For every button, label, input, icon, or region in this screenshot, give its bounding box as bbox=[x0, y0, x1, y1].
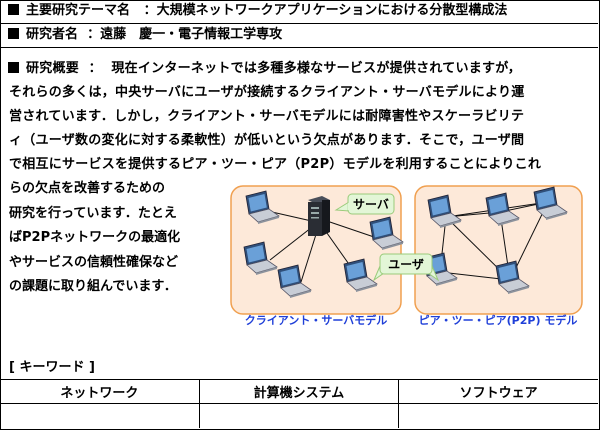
server-icon bbox=[308, 196, 330, 236]
overview-line-5: で相互にサービスを提供するピア・ツー・ピア（P2P）モデルを利用することによりこ… bbox=[9, 157, 542, 172]
overview-narrow-line-5: の課題に取り組んでいます． bbox=[9, 279, 177, 294]
overview-line: 研究概要 ： 現在インターネットでは多種多様なサービスが提供されていますが， bbox=[8, 57, 591, 81]
p2p-model-label: ピア・ツー・ピア(P2P) モデル bbox=[419, 313, 578, 327]
keywords-empty-row bbox=[0, 403, 598, 428]
overview-line-4: ィ（ユーザ数の変化に対する柔軟性）が低いという欠点があります．そこで，ユーザ間 bbox=[9, 133, 525, 148]
empty-cell bbox=[398, 403, 598, 428]
square-bullet-icon bbox=[8, 28, 19, 39]
theme-value: ：大規模ネットワークアプリケーションにおける分散型構成法 bbox=[143, 3, 508, 18]
overview-narrow-line-4: やサービスの信頼性確保など bbox=[9, 254, 179, 270]
overview-narrow-line-2: 研究を行っています．たとえ bbox=[9, 205, 177, 221]
theme-row: 主要研究テーマ名 ：大規模ネットワークアプリケーションにおける分散型構成法 bbox=[0, 0, 598, 24]
keywords-table: ネットワーク 計算機システム ソフトウェア bbox=[0, 379, 598, 428]
empty-cell bbox=[0, 403, 200, 428]
square-bullet-icon bbox=[8, 4, 19, 15]
overview-colon: ： bbox=[88, 61, 102, 76]
user-callout: ユーザ bbox=[372, 253, 440, 282]
square-bullet-icon bbox=[8, 62, 19, 73]
theme-label: 主要研究テーマ名 bbox=[26, 3, 131, 18]
keywords-label: [ キーワード ] bbox=[9, 360, 95, 375]
keyword-cell: ソフトウェア bbox=[398, 379, 598, 404]
overview-narrow-line-3: ばP2Pネットワークの最適化 bbox=[9, 230, 181, 245]
researcher-label: 研究者名 bbox=[26, 27, 79, 42]
overview-narrow-line-1: らの欠点を改善するための bbox=[9, 181, 166, 196]
empty-cell bbox=[199, 403, 400, 428]
user-callout-text: ユーザ bbox=[388, 258, 424, 272]
researcher-value: ：遠藤 慶一・電子情報工学専攻 bbox=[87, 27, 283, 42]
client-server-model-label: クライアント・サーバモデル bbox=[245, 313, 387, 327]
server-callout: サーバ bbox=[334, 193, 395, 215]
keywords-row: ネットワーク 計算機システム ソフトウェア bbox=[0, 379, 598, 404]
researcher-row: 研究者名 ：遠藤 慶一・電子情報工学専攻 bbox=[0, 24, 598, 48]
keyword-cell: ネットワーク bbox=[0, 379, 200, 404]
overview-line-3: 営されています．しかし，クライアント・サーバモデルには耐障害性やスケーラビリテ bbox=[9, 109, 525, 124]
overview-narrow-text: らの欠点を改善するための 研究を行っています．たとえ ばP2Pネットワークの最適… bbox=[9, 177, 224, 300]
keyword-cell: 計算機システム bbox=[199, 379, 400, 404]
network-model-diagram: サーバ ユーザ クライアント・サーバモデル ピア・ツー・ピア(P2P) モデル bbox=[230, 185, 583, 327]
overview-text: 研究概要 ： 現在インターネットでは多種多様なサービスが提供されていますが， そ… bbox=[8, 57, 591, 177]
overview-line-1: 現在インターネットでは多種多様なサービスが提供されていますが， bbox=[111, 61, 521, 76]
overview-label: 研究概要 bbox=[26, 61, 80, 76]
overview-line-2: それらの多くは，中央サーバにユーザが接続するクライアント・サーバモデルにより運 bbox=[9, 85, 525, 100]
server-callout-text: サーバ bbox=[353, 198, 389, 212]
